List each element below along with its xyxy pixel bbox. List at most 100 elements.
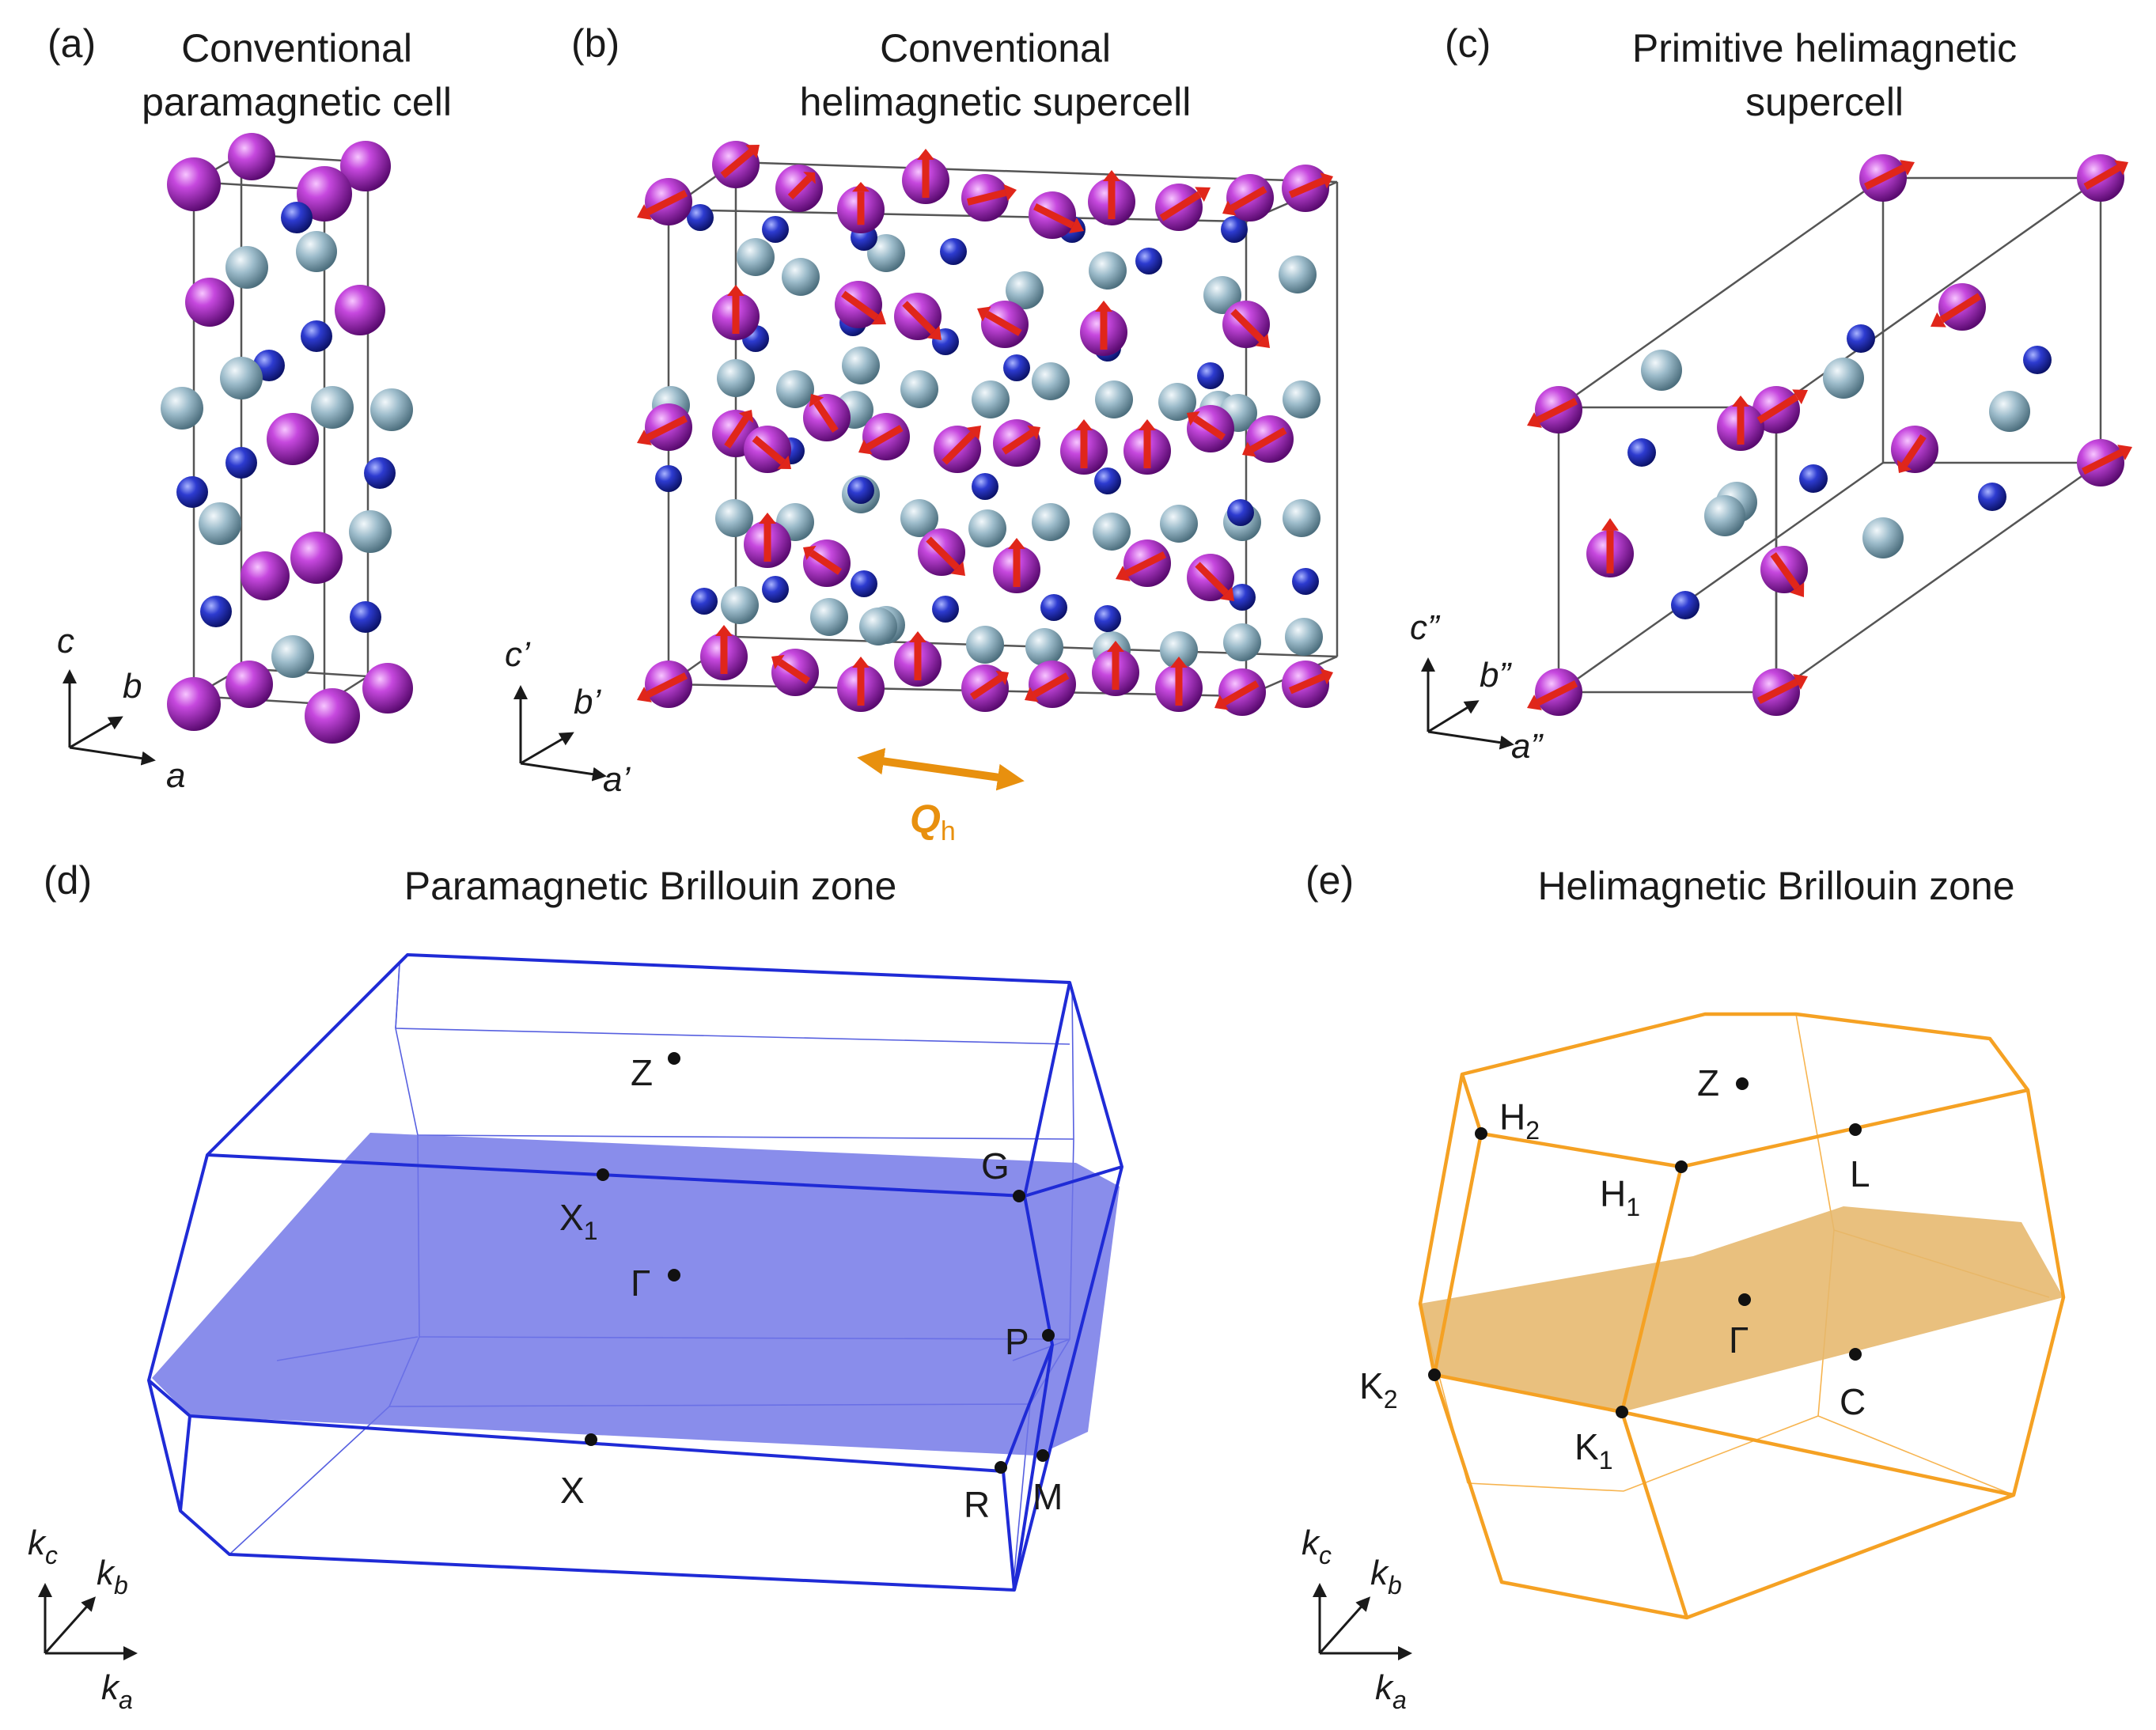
grey-atom [810, 598, 848, 636]
moment-arrow-shaft [646, 672, 688, 698]
grey-atom [1223, 623, 1261, 661]
moment-arrow-head [1242, 441, 1256, 457]
grey-atom [842, 346, 880, 384]
axis-label-b-dprime: b” [1480, 656, 1512, 695]
atoms-c [1527, 154, 2132, 716]
grey-atom [1160, 505, 1198, 543]
kpoint-label-Gamma: Γ [631, 1262, 650, 1304]
panel-d-title: Paramagnetic Brillouin zone [404, 864, 897, 908]
moment-arrow-shaft [809, 550, 842, 575]
grey-atom [161, 387, 203, 430]
moment-arrow-head [1187, 411, 1200, 426]
magnetic-atom [290, 532, 343, 584]
panel-b-title-line1: Conventional [880, 26, 1111, 70]
moment-arrow-shaft [942, 431, 976, 465]
axes-a [63, 669, 156, 766]
moment-arrow-head [950, 561, 965, 576]
kpoint-dot [1036, 1449, 1049, 1462]
kpoint-label-X: X [560, 1470, 585, 1511]
grey-atom [966, 626, 1004, 664]
magnetic-atom [267, 413, 319, 465]
moment-arrow-shaft [1222, 680, 1260, 706]
moment-arrow-shaft [1756, 393, 1799, 424]
kpoints-e [1428, 1077, 1862, 1418]
moment-arrow-head [637, 204, 652, 220]
blue-atom [1003, 354, 1030, 381]
unit-cell-c [1557, 176, 2102, 694]
atoms-b [637, 141, 1333, 716]
magnetic-atom [241, 551, 290, 600]
axis-b-arrow [69, 716, 123, 749]
grey-atom [900, 370, 938, 408]
moment-arrow-shaft [646, 415, 688, 441]
magnetic-atom [340, 141, 391, 191]
moment-arrow-head [852, 657, 870, 668]
blue-atom [1221, 216, 1248, 243]
moment-arrow-head [1219, 586, 1234, 601]
grey-atom [1032, 362, 1070, 400]
moment-arrow-head [637, 687, 652, 702]
heli-bz-plane [1420, 1206, 2063, 1412]
panel-a-title-line2: paramagnetic cell [142, 80, 452, 124]
moment-arrow-head [917, 149, 934, 160]
axis-label-kc-heli: kc [1302, 1524, 1332, 1569]
grey-atom [1283, 380, 1321, 418]
kpoint-dot [1616, 1406, 1628, 1418]
moment-arrow-shaft [966, 189, 1007, 206]
grey-atom [867, 234, 905, 272]
moment-arrow-shaft [1230, 186, 1267, 211]
blue-atom [940, 238, 967, 265]
blue-atom [847, 477, 874, 504]
atoms-a [161, 133, 413, 744]
axis-a-arrow [69, 746, 156, 766]
moment-arrow-head [745, 145, 760, 159]
moment-arrow-head [1732, 396, 1749, 407]
blue-atom [301, 320, 332, 352]
kpoint-dot [668, 1052, 680, 1065]
moment-arrow-head [1792, 389, 1808, 405]
grey-atom [737, 238, 775, 276]
moment-arrow-head [871, 310, 886, 325]
axes-b [513, 685, 607, 782]
blue-atom [1671, 591, 1699, 619]
grey-atom [715, 499, 753, 537]
moment-arrow-head [1008, 538, 1025, 549]
moment-arrow-head [1320, 668, 1333, 685]
blue-atom [1847, 324, 1875, 353]
moment-arrow-head [1255, 333, 1270, 348]
grey-atom [1823, 358, 1864, 399]
grey-atom [1989, 391, 2030, 432]
blue-atom [1040, 594, 1067, 621]
moment-arrow-shaft [1033, 203, 1075, 229]
blue-atom [1229, 584, 1256, 611]
panel-a: (a) Conventional paramagnetic cell c b a [47, 21, 452, 795]
moment-arrow-head [1069, 218, 1084, 233]
blue-atom [1978, 483, 2006, 511]
panel-c: (c) Primitive helimagnetic supercell c” … [1410, 21, 2132, 766]
axis-label-a-dprime: a” [1511, 727, 1544, 766]
axis-label-b-prime: b’ [574, 683, 601, 721]
moment-arrow-head [1790, 582, 1805, 597]
moment-arrow-head [1103, 170, 1120, 181]
grey-atom [1285, 618, 1323, 656]
moment-arrow-head [2114, 160, 2128, 176]
moment-arrow-shaft [1195, 562, 1229, 596]
moment-arrow-head [1027, 425, 1040, 441]
moment-arrow-shaft [752, 435, 786, 465]
grey-atom [859, 608, 897, 645]
moment-arrow-shaft [1159, 191, 1202, 221]
kpoint-dot [1736, 1077, 1749, 1090]
kpoint-label-M: M [1033, 1476, 1063, 1517]
kpoint-label-H1: H1 [1600, 1173, 1640, 1221]
axis-label-c: c [57, 622, 74, 661]
kpoint-dot [585, 1433, 597, 1446]
moment-arrow-shaft [1770, 552, 1800, 590]
blue-atom [851, 570, 877, 597]
moment-arrow-head [1601, 518, 1619, 531]
grey-atom [1032, 503, 1070, 541]
grey-atom [782, 258, 820, 296]
axis-label-c-dprime: c” [1410, 608, 1441, 647]
kpoint-label-P: P [1005, 1321, 1029, 1362]
moment-arrow-shaft [2083, 165, 2120, 190]
kpoint-dot [1849, 1123, 1862, 1136]
